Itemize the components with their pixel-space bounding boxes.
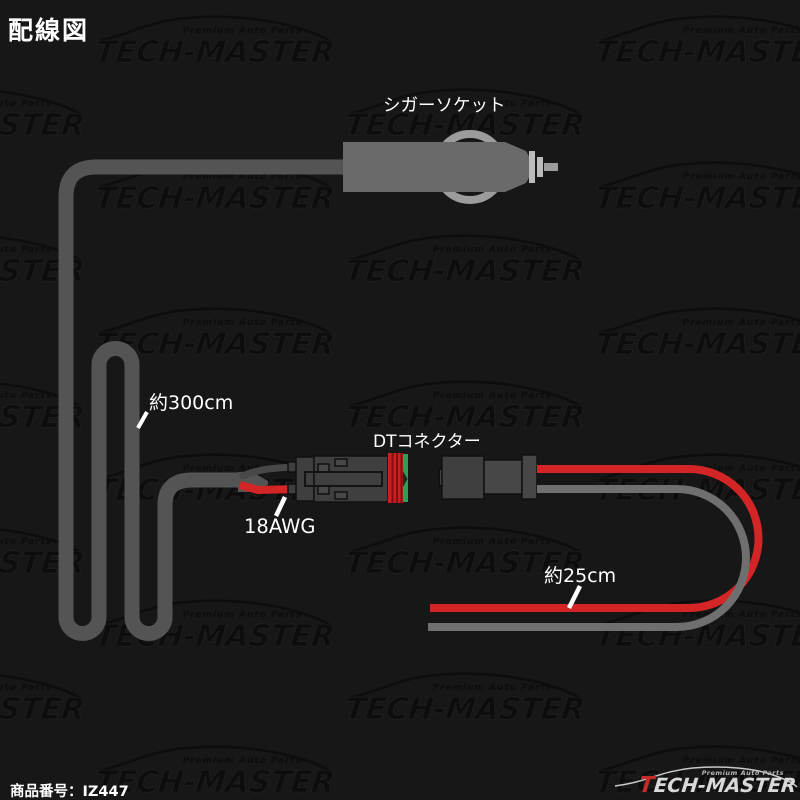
wire-gauge-label: 18AWG [244,515,316,538]
male-latch-detail-3 [334,458,348,467]
male-latch-detail-4 [334,491,348,500]
plug-tip-ring-2 [537,157,543,177]
male-housing [313,455,389,503]
male-latch-detail-2 [317,485,330,495]
male-terminal-slot [304,471,383,487]
plug-body [343,142,530,192]
brand-tagline: Premium Auto Parts [701,769,784,777]
tail-wire-gray [428,485,750,631]
pointer-gauge [273,496,288,517]
connector-label: DTコネクター [373,432,481,452]
male-latch-detail-1 [317,463,330,473]
car-silhouette-icon [614,766,798,788]
plug-center-pin [544,163,558,171]
techmaster-logo: Premium Auto Parts TECH-MASTER [614,766,798,798]
dt-connector-female [438,454,538,500]
brand-wordmark: TECH-MASTER [637,773,797,798]
male-seal-green-notch [403,471,408,487]
dt-connector-male [287,453,408,503]
female-rear-cap [521,454,538,500]
plug-tip-ring-1 [529,151,535,183]
lead-wire-red [238,481,297,495]
brand-rest: ECH-MASTER [652,774,798,797]
pointer-cable-length [136,411,149,429]
socket-label: シガーソケット [383,96,506,116]
power-cable [58,159,345,641]
female-housing [441,455,485,500]
tail-wire-red [430,465,763,612]
female-mid-block [483,459,523,495]
cable-length-label: 約300cm [149,392,234,414]
product-code: 商品番号：IZ447 [10,784,129,800]
page-title: 配線図 [8,16,90,45]
pointer-tail-length [566,584,583,610]
tail-length-label: 約25cm [544,565,617,587]
